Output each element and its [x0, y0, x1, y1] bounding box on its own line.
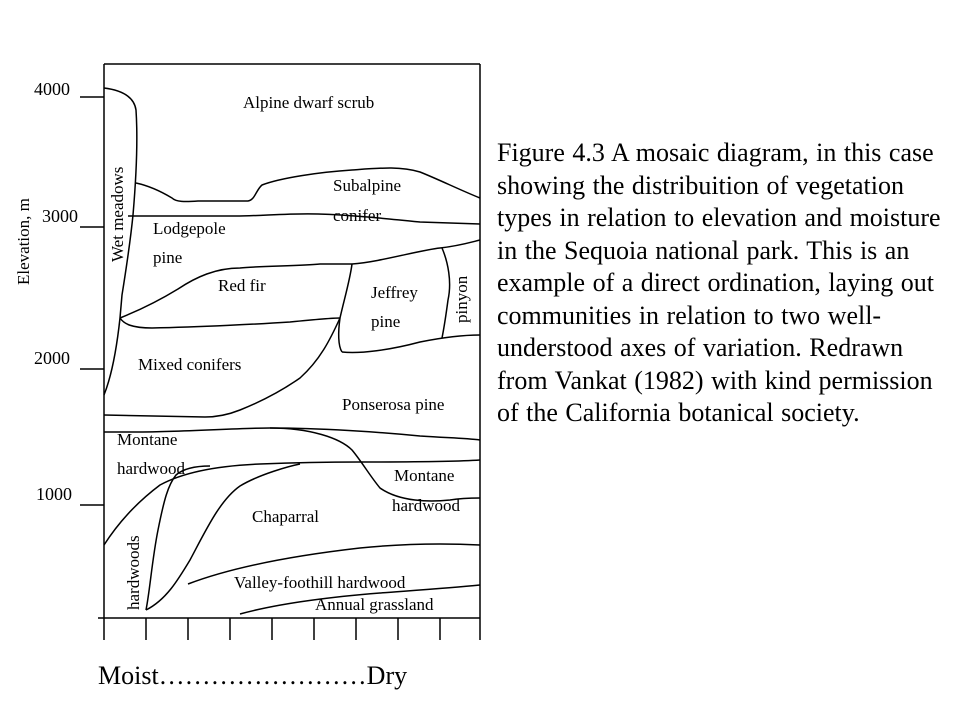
zone-label-annual-grassland: Annual grassland	[315, 595, 434, 614]
zone-label-subalpine-1: Subalpine	[333, 176, 401, 195]
zone-label-chaparral: Chaparral	[252, 507, 319, 526]
y-axis-title: Elevation, m	[14, 198, 33, 285]
zone-label-jeffrey-2: pine	[371, 312, 400, 331]
y-tick-label-2000: 2000	[34, 348, 70, 368]
zone-label-ponderosa: Ponserosa pine	[342, 395, 444, 414]
y-tick-label-3000: 3000	[42, 206, 78, 226]
zone-label-montane-left-2: hardwood	[117, 459, 185, 478]
zone-label-alpine: Alpine dwarf scrub	[243, 93, 374, 112]
y-tick-label-4000: 4000	[34, 79, 70, 99]
zone-label-wet-meadows: Wet meadows	[108, 167, 127, 262]
diagram-frame	[98, 63, 481, 619]
zone-label-subalpine-2: conifer	[333, 206, 381, 225]
zone-label-mixed-conifers: Mixed conifers	[138, 355, 241, 374]
x-axis-label: Moist……………………Dry	[98, 661, 407, 690]
y-axis-ticks	[80, 96, 104, 506]
zone-label-valley-foothill: Valley-foothill hardwood	[234, 573, 406, 592]
figure-caption: Figure 4.3 A mosaic diagram, in this cas…	[497, 138, 941, 427]
zone-label-lodgepole-1: Lodgepole	[153, 219, 226, 238]
zone-label-jeffrey-1: Jeffrey	[371, 283, 418, 302]
zone-label-montane-left-1: Montane	[117, 430, 177, 449]
zone-label-montane-right-2: hardwood	[392, 496, 460, 515]
y-tick-label-1000: 1000	[36, 484, 72, 504]
zone-label-red-fir: Red fir	[218, 276, 266, 295]
zone-label-hardwoods: hardwoods	[124, 535, 143, 610]
x-axis-ticks	[103, 618, 481, 640]
zone-label-lodgepole-2: pine	[153, 248, 182, 267]
zone-labels: Alpine dwarf scrub Wet meadows Subalpine…	[108, 93, 471, 614]
zone-label-pinyon: pinyon	[452, 275, 471, 323]
zone-label-montane-right-1: Montane	[394, 466, 454, 485]
zone-boundaries	[103, 87, 481, 615]
